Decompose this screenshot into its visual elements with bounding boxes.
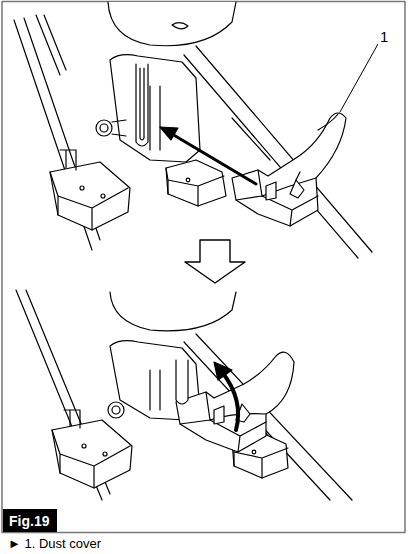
figure-label: Fig.19 xyxy=(3,509,57,532)
callout-number: 1 xyxy=(378,28,390,45)
figure-caption: ► 1. Dust cover xyxy=(8,536,101,551)
